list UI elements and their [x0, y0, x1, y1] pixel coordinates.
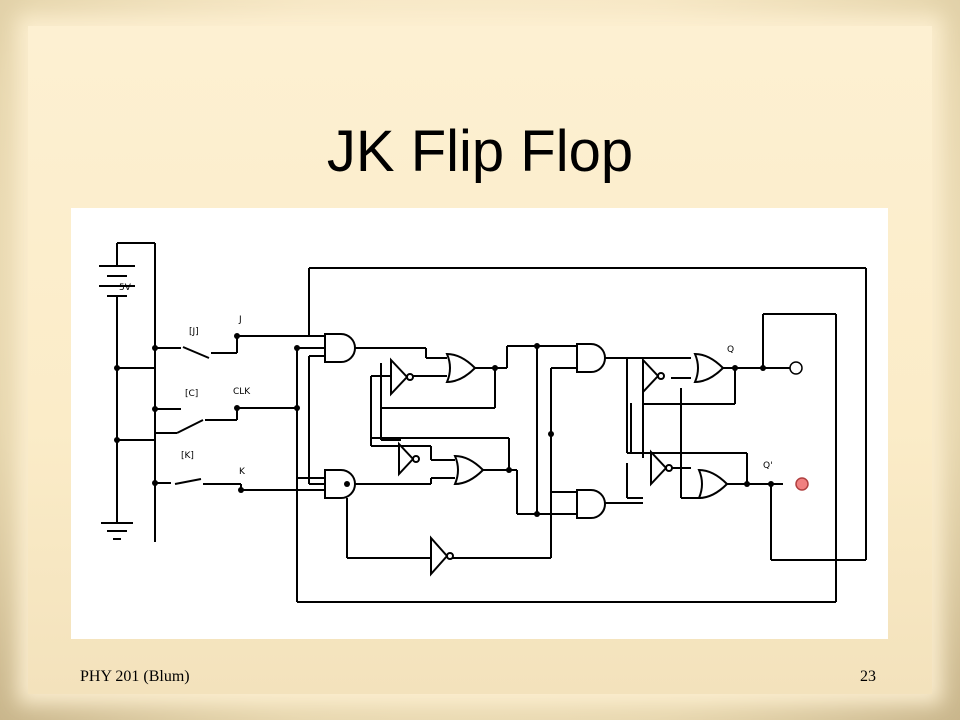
- logic-gates: [324, 333, 729, 577]
- not-gate-4: [642, 357, 660, 395]
- output-label-q: Q: [727, 345, 734, 355]
- switch-label-c: [C]: [185, 389, 198, 399]
- supply-label: 5V: [119, 283, 132, 293]
- and-gate-j: [324, 333, 356, 363]
- circuit-diagram: 5V [J] [C] [K] J CLK K Q Q': [71, 208, 888, 639]
- slide-title: JK Flip Flop: [326, 119, 634, 184]
- circuit-svg: 5V [J] [C] [K] J CLK K Q Q': [99, 242, 867, 603]
- or-gate-2: [453, 454, 485, 486]
- not-gate-1: [390, 357, 409, 397]
- and-gate-master-top: [576, 343, 606, 373]
- q-led-off: [789, 361, 803, 375]
- or-gate-4: [697, 468, 729, 500]
- junctions: [114, 333, 774, 517]
- or-gate-3: [693, 352, 725, 384]
- not-gate-2: [398, 441, 415, 477]
- switch-label-j: [J]: [189, 327, 199, 337]
- input-label-clk: CLK: [233, 387, 251, 397]
- input-label-j: J: [238, 315, 242, 325]
- switch-label-k: [K]: [181, 451, 194, 461]
- not-gate-5: [650, 449, 668, 487]
- not-gate-3: [430, 535, 449, 577]
- and-gate-k: [324, 469, 356, 499]
- input-label-k: K: [239, 467, 246, 477]
- output-label-q-prime: Q': [763, 461, 773, 471]
- q-prime-led-on: [795, 477, 809, 491]
- page-number: 23: [860, 668, 876, 685]
- and-gate-master-bottom: [576, 489, 606, 519]
- or-gate-1: [445, 352, 477, 384]
- footer-course: PHY 201 (Blum): [80, 668, 190, 685]
- wires: [99, 242, 867, 603]
